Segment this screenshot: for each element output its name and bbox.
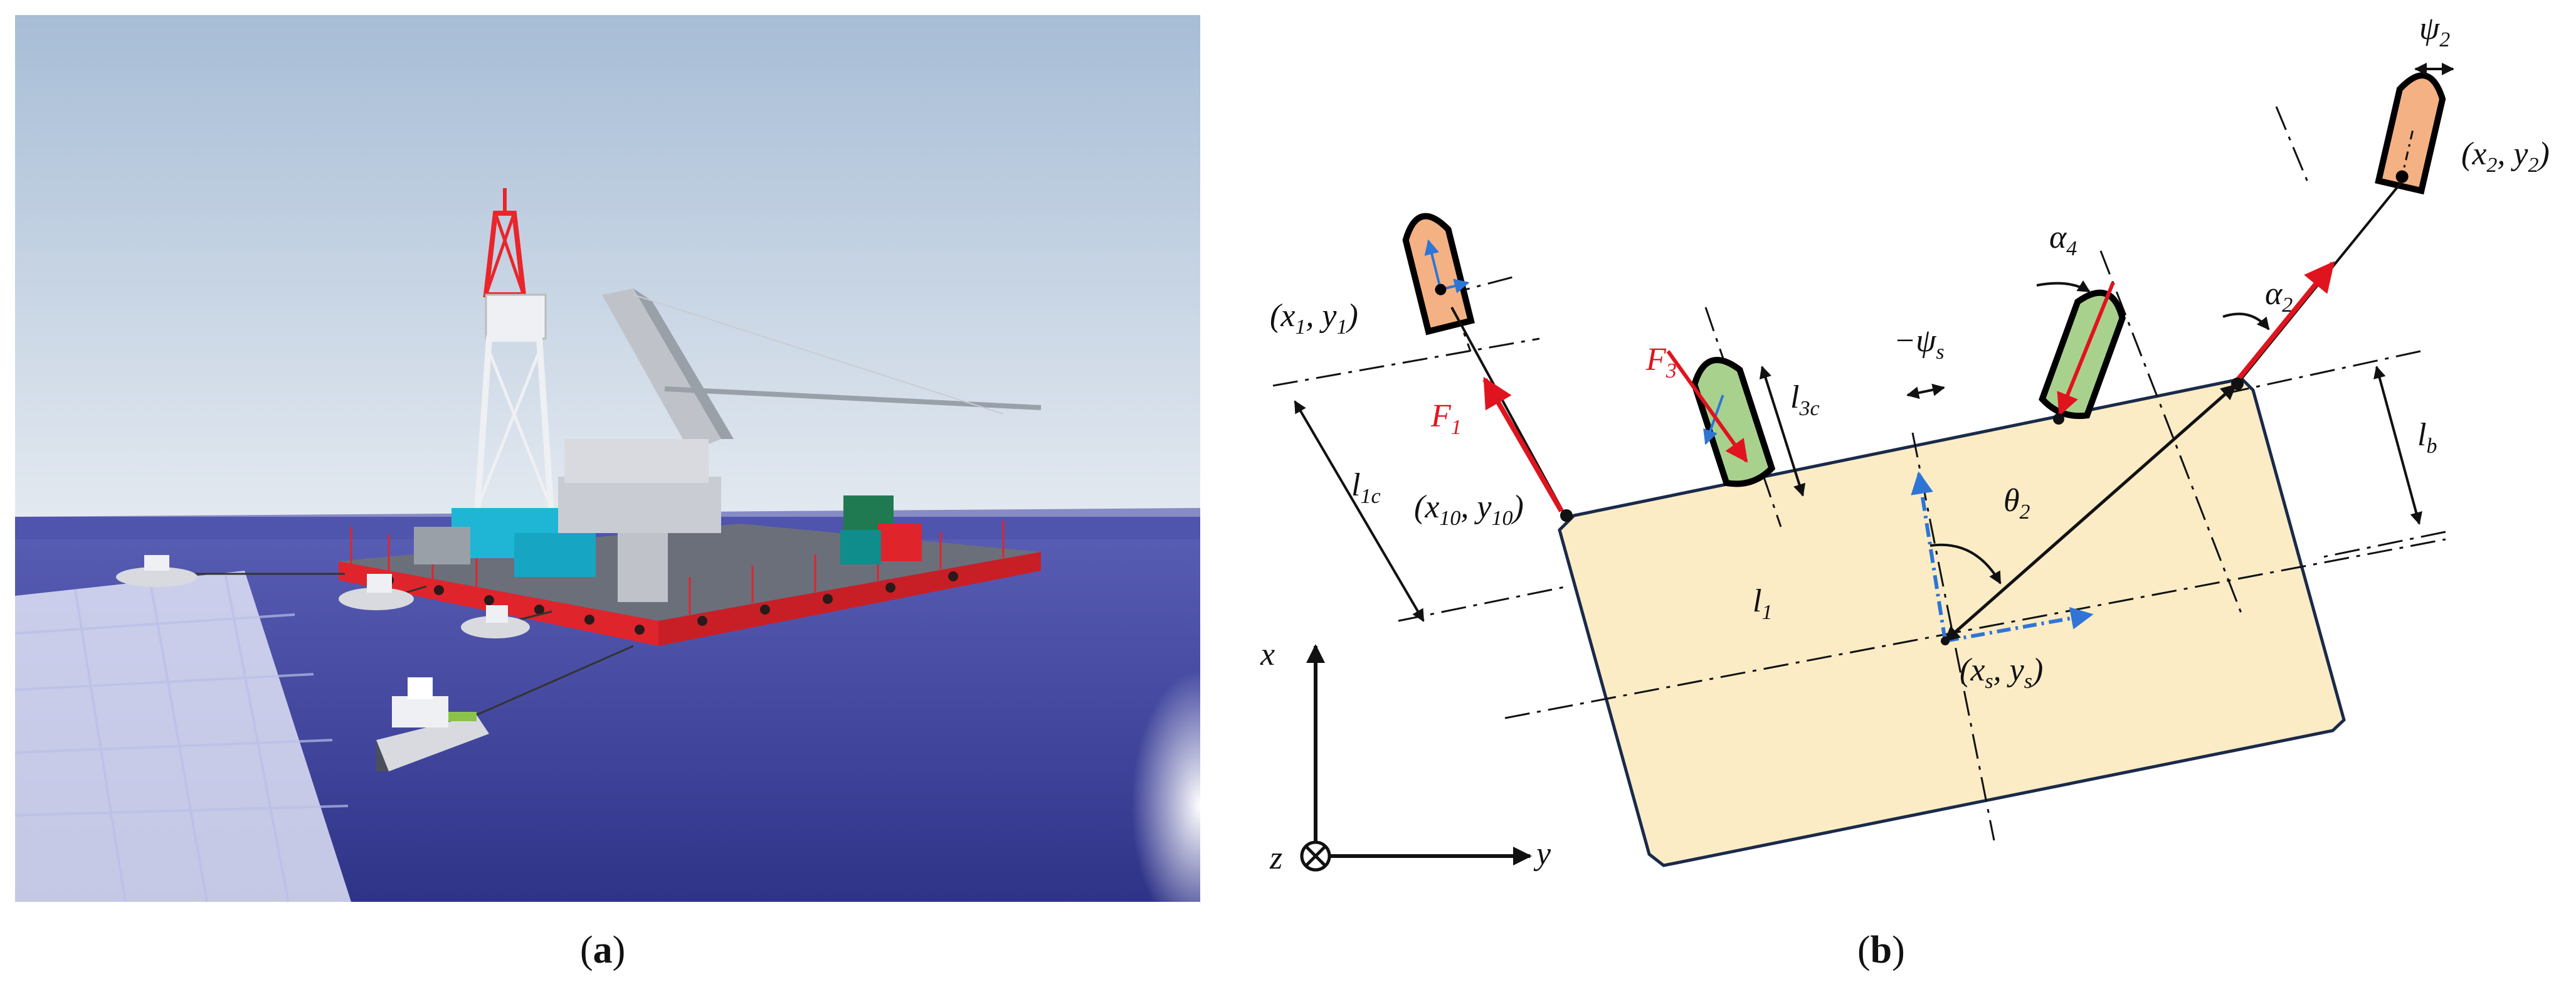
- reflection-grid: [14, 575, 349, 902]
- body-x-axis-blue: [1911, 471, 1947, 642]
- label-axis-z: z: [1269, 840, 1282, 876]
- dim-psi-s: [1906, 383, 1945, 399]
- label-tug1-pos: (x1, y1): [1270, 298, 1358, 339]
- label-lb: lb: [2417, 417, 2437, 458]
- tug-left: [339, 574, 414, 610]
- alpha2-arc: [2222, 312, 2270, 331]
- scene-sky: [15, 15, 1200, 517]
- label-F3: F3: [1645, 342, 1677, 383]
- barge-hull-side: [658, 552, 1041, 646]
- container-teal: [840, 530, 881, 564]
- module-cyan-2: [514, 533, 596, 577]
- label-l3c: l3c: [1790, 379, 1820, 420]
- force-2-arrow: [2233, 261, 2335, 384]
- theta2-arc: [1929, 543, 2002, 585]
- sea-reflection-left: [15, 571, 351, 902]
- label-attach1: (x10, y10): [1414, 489, 1524, 530]
- dim-lb: [2373, 366, 2422, 525]
- force-1-arrow: [1482, 376, 1564, 513]
- pedestal-crane: [558, 288, 1042, 602]
- dim-l1c: [1294, 400, 1425, 622]
- tug-3: [1691, 357, 1776, 487]
- tug-2: [2375, 72, 2446, 195]
- inertial-frame: [1300, 644, 1532, 872]
- tug-front: [376, 677, 489, 771]
- label-psi2: ψ2: [2419, 11, 2450, 51]
- caption-b: (b): [1857, 929, 1905, 971]
- force-3-arrow: [1666, 350, 1748, 463]
- caption-a: (a): [580, 929, 625, 971]
- module-grey: [414, 527, 470, 564]
- label-l1: l1: [1753, 583, 1772, 624]
- sea-glow-right: [1003, 517, 1200, 902]
- attach-point-1: [1560, 509, 1573, 522]
- label-axis-x: x: [1260, 637, 1275, 672]
- tug-1: [1402, 213, 1475, 336]
- label-alpha2: α2: [2265, 276, 2293, 317]
- label-alpha4: α4: [2049, 220, 2077, 260]
- label-neg-psi-s: −ψs: [1894, 323, 1945, 364]
- label-tug2-pos: (x2, y2): [2461, 136, 2550, 177]
- panel-a-scene: [14, 15, 1200, 902]
- label-center: (xs, ys): [1960, 652, 2043, 693]
- tug-far-left: [116, 555, 198, 587]
- dim-l3c: [1759, 366, 1806, 497]
- panel-b-diagram: (x1, y1) (x2, y2) (x10, y10) (xs, ys) F1…: [1260, 11, 2550, 876]
- label-F1: F1: [1430, 398, 1462, 439]
- label-axis-y: y: [1533, 836, 1551, 872]
- alpha4-arc: [2036, 280, 2091, 293]
- tug-4-contact: [2053, 413, 2064, 425]
- center-of-gravity: [1941, 637, 1950, 645]
- barge-body: [1558, 377, 2346, 867]
- label-theta2: θ2: [2003, 483, 2030, 524]
- radius-to-corner: [1944, 384, 2237, 642]
- label-l1c: l1c: [1351, 467, 1381, 508]
- container-red: [878, 524, 922, 561]
- tug-middle: [461, 605, 530, 638]
- barge-hull-red: [339, 561, 658, 646]
